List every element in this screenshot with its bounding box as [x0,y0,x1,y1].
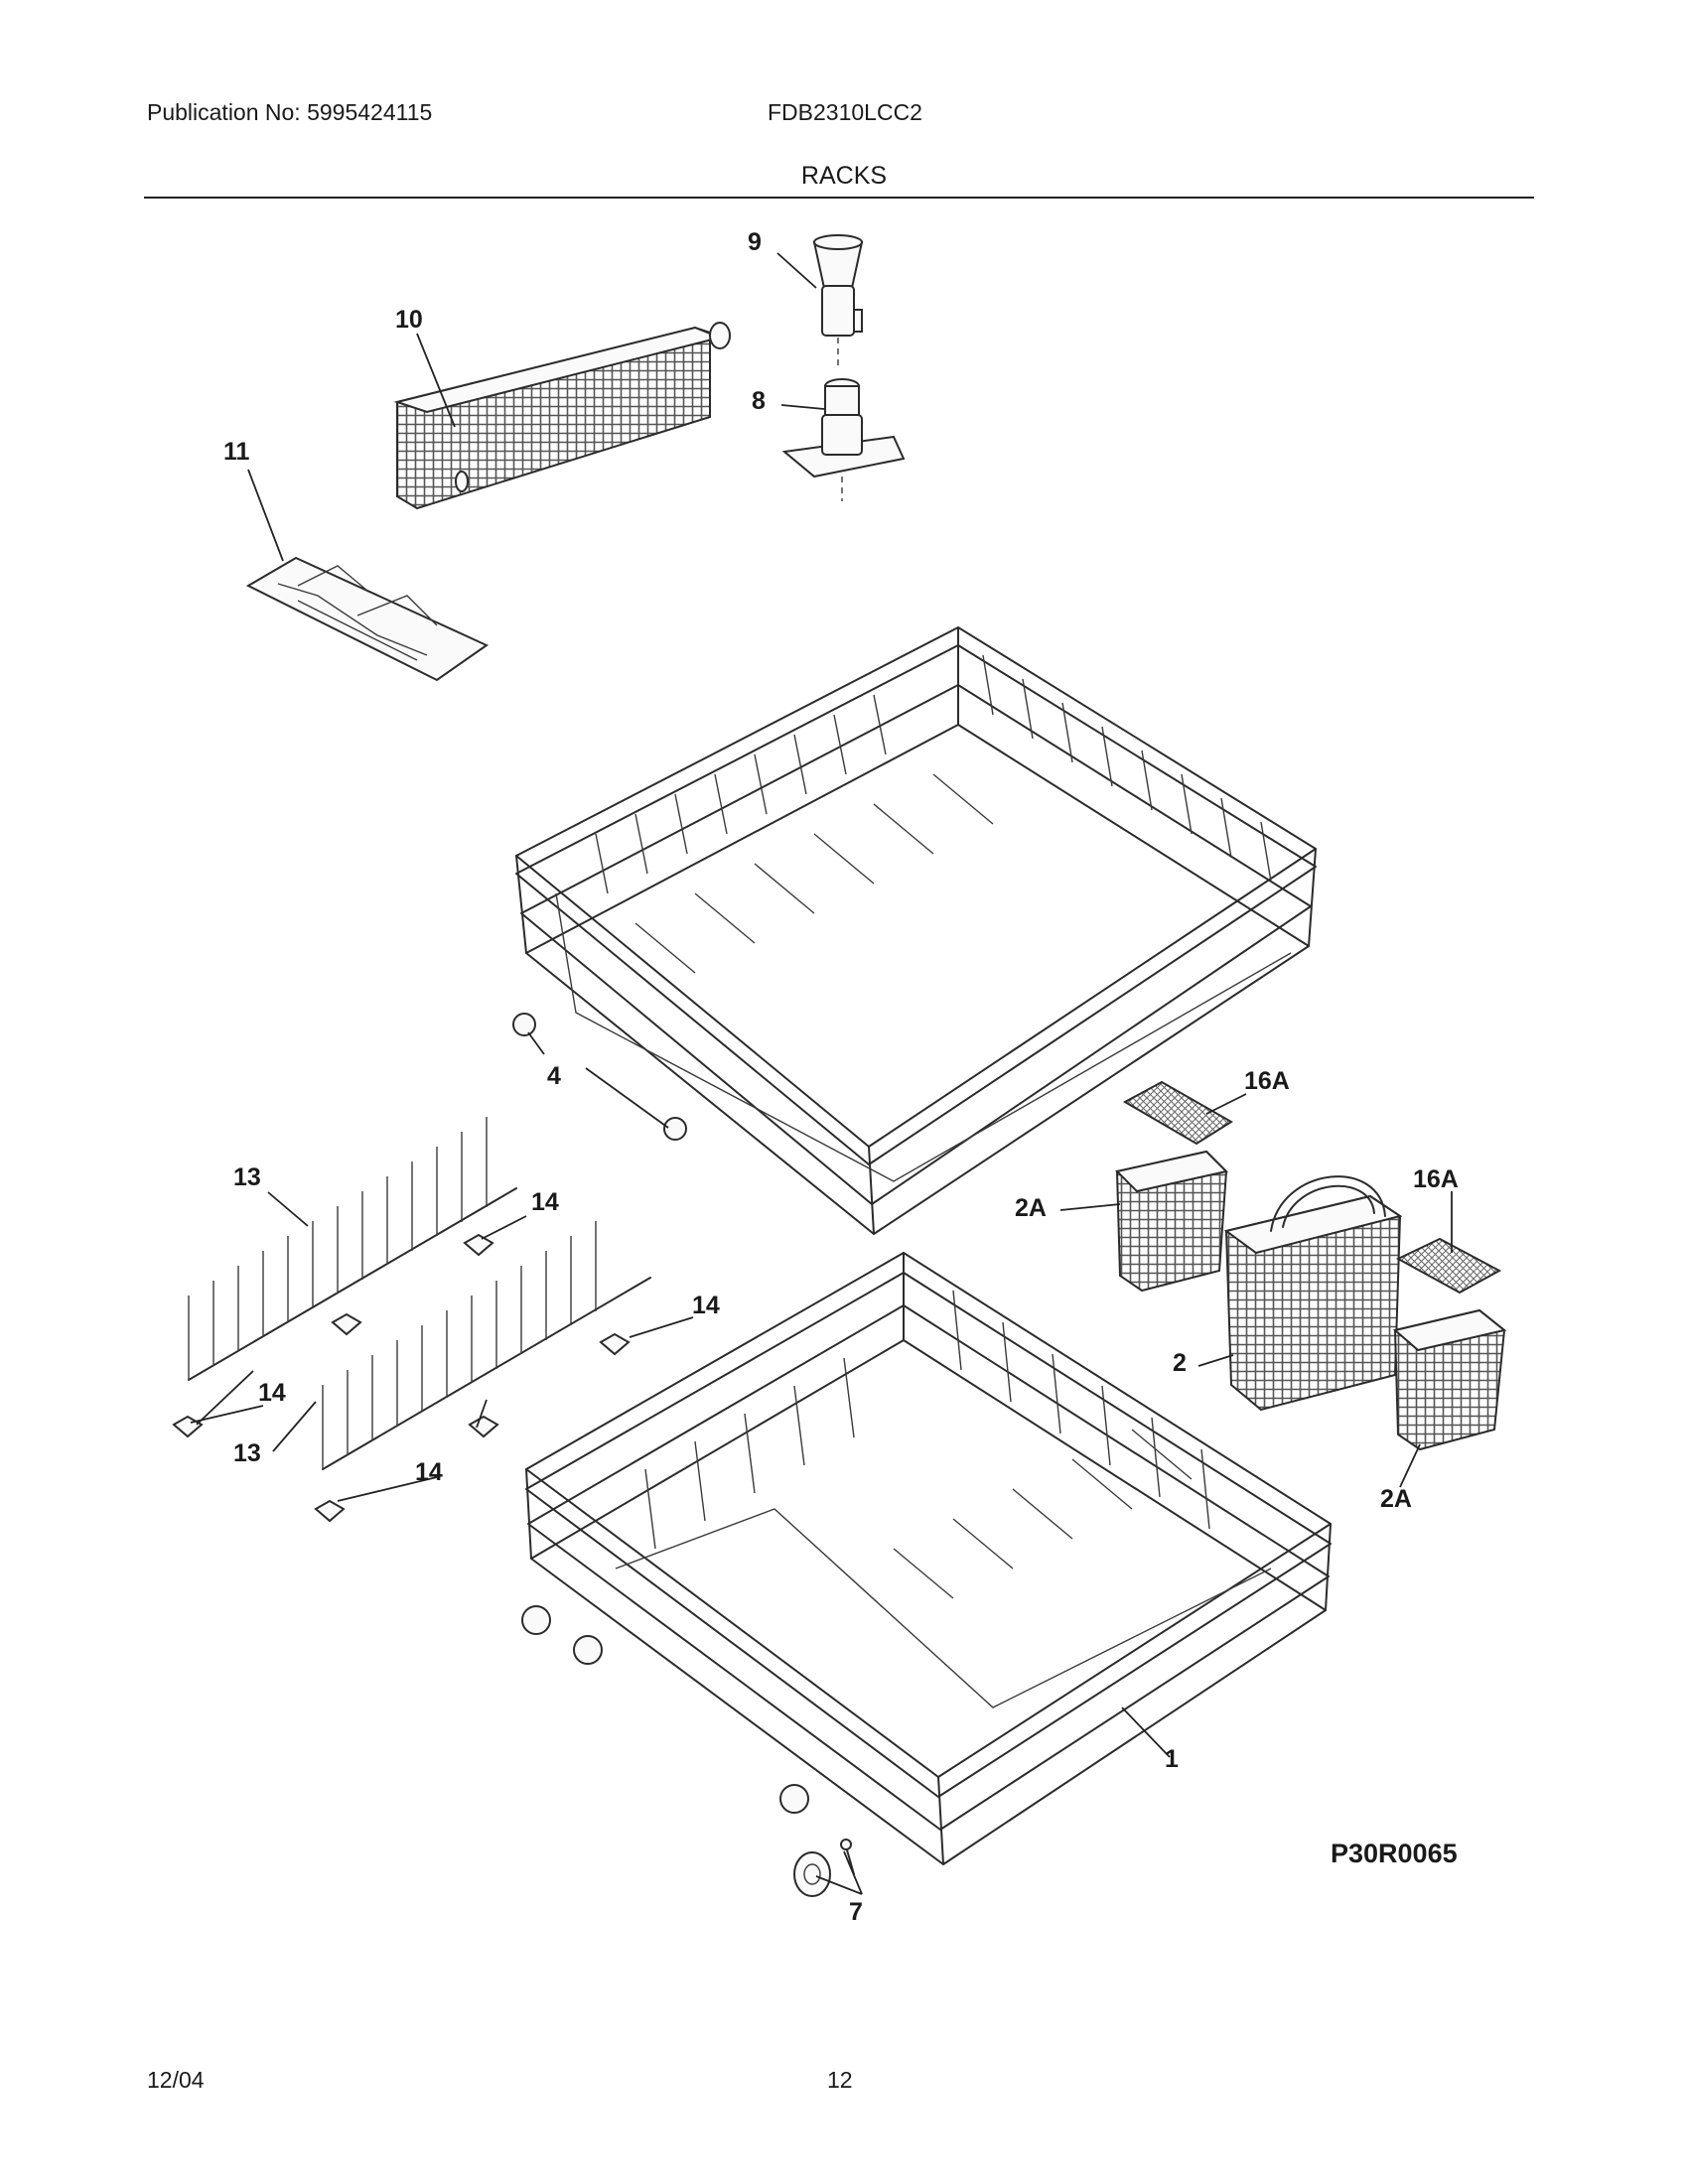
part-16a-upper [1122,1080,1233,1146]
part-2a-right [1392,1308,1507,1451]
part-2-basket [1223,1175,1403,1412]
callout-16a-upper: 16A [1244,1067,1290,1095]
leader-lines [190,252,1453,1895]
callout-8: 8 [752,387,766,415]
section-title: RACKS [800,162,888,190]
part-16a-right [1395,1237,1502,1295]
part-8-mount [781,378,906,501]
callout-14-a: 14 [531,1188,559,1216]
callout-11: 11 [223,438,250,466]
callout-4: 4 [547,1062,561,1090]
page-number: 12 [827,2067,853,2093]
callout-13-lower: 13 [233,1439,261,1467]
part-9-nozzle [812,234,864,367]
callout-14-d: 14 [415,1458,443,1486]
callout-1: 1 [1165,1745,1179,1773]
header-rule [144,197,1534,199]
callout-16a-right: 16A [1413,1165,1459,1193]
upper-rack [512,626,1317,1235]
part-7-wheel [793,1839,855,1897]
part-11-insert [245,556,490,682]
callout-labels: 9 10 8 11 4 16A 13 14 16A 2A 14 2 14 13 … [223,228,1459,1926]
callout-14-b: 14 [692,1292,720,1319]
callout-14-c: 14 [258,1379,286,1407]
part-13-tines-upper [188,1117,517,1381]
callout-2a-right: 2A [1380,1485,1412,1513]
publication-number: Publication No: 5995424115 [147,99,433,125]
callout-9: 9 [748,228,762,256]
callout-2a-left: 2A [1015,1194,1047,1222]
model-number: FDB2310LCC2 [768,99,922,125]
callout-13-upper: 13 [233,1163,261,1191]
diagram-code: P30R0065 [1331,1839,1458,1868]
footer-date: 12/04 [147,2067,205,2093]
lower-rack [521,1252,1332,1865]
part-10-basket [393,322,731,510]
part-13-tines-lower [322,1221,651,1470]
part-14-clips [172,1233,631,1523]
part-2a-left [1115,1150,1228,1293]
callout-2: 2 [1173,1349,1187,1377]
callout-7: 7 [849,1898,863,1926]
callout-10: 10 [395,306,423,334]
